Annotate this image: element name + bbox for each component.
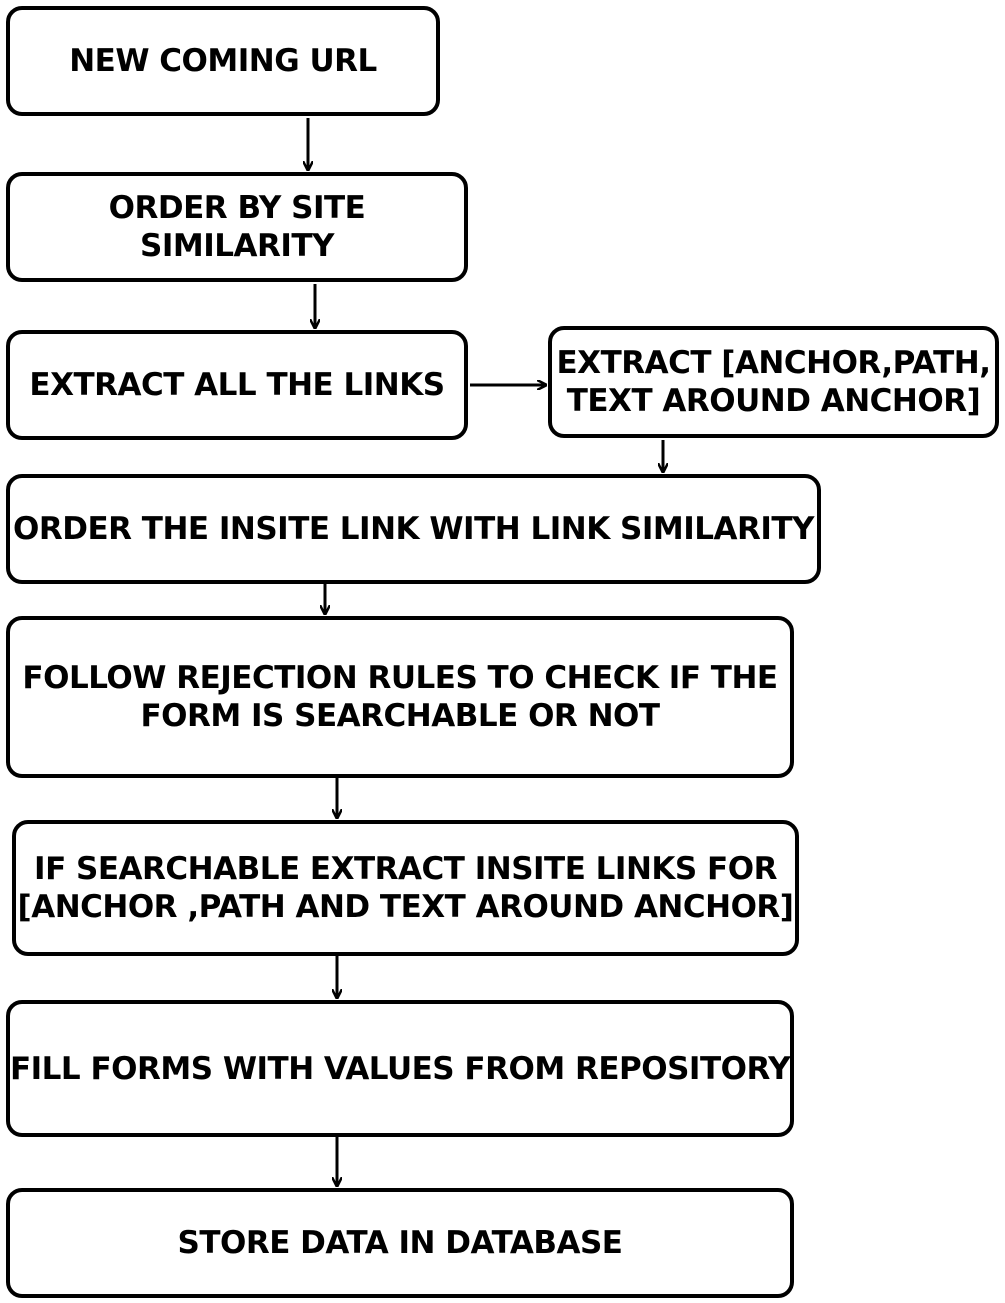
node-store-data-text: STORE DATA IN DATABASE [177,1225,623,1261]
node-follow-rejection-rules-line-1: FOLLOW REJECTION RULES TO CHECK IF THE [22,660,778,696]
node-order-by-site-similarity-line-2: SIMILARITY [140,228,335,264]
node-fill-forms-text: FILL FORMS WITH VALUES FROM REPOSITORY [9,1050,791,1087]
node-order-by-site-similarity-line-1: ORDER BY SITE [108,190,366,226]
node-new-coming-url-text: NEW COMING URL [69,43,377,79]
node-extract-anchor-path: EXTRACT [ANCHOR,PATH, TEXT AROUND ANCHOR… [548,326,999,438]
node-extract-anchor-path-line-1: EXTRACT [ANCHOR,PATH, [556,345,991,381]
node-if-searchable-extract: IF SEARCHABLE EXTRACT INSITE LINKS FOR [… [12,820,799,956]
node-extract-anchor-path-line-2: TEXT AROUND ANCHOR] [566,383,981,419]
node-order-insite-link-text: ORDER THE INSITE LINK WITH LINK SIMILARI… [13,511,815,547]
node-order-insite-link: ORDER THE INSITE LINK WITH LINK SIMILARI… [6,474,821,584]
node-extract-all-links-text: EXTRACT ALL THE LINKS [29,367,445,403]
node-order-by-site-similarity: ORDER BY SITE SIMILARITY [6,172,468,282]
node-new-coming-url: NEW COMING URL [6,6,440,116]
node-extract-all-links: EXTRACT ALL THE LINKS [6,330,468,440]
node-if-searchable-extract-line-1: IF SEARCHABLE EXTRACT INSITE LINKS FOR [34,851,777,887]
node-follow-rejection-rules: FOLLOW REJECTION RULES TO CHECK IF THE F… [6,616,794,778]
node-fill-forms: FILL FORMS WITH VALUES FROM REPOSITORY [6,1000,794,1137]
node-if-searchable-extract-line-2: [ANCHOR ,PATH AND TEXT AROUND ANCHOR] [17,889,794,925]
node-store-data: STORE DATA IN DATABASE [6,1188,794,1298]
node-follow-rejection-rules-line-2: FORM IS SEARCHABLE OR NOT [140,698,660,734]
